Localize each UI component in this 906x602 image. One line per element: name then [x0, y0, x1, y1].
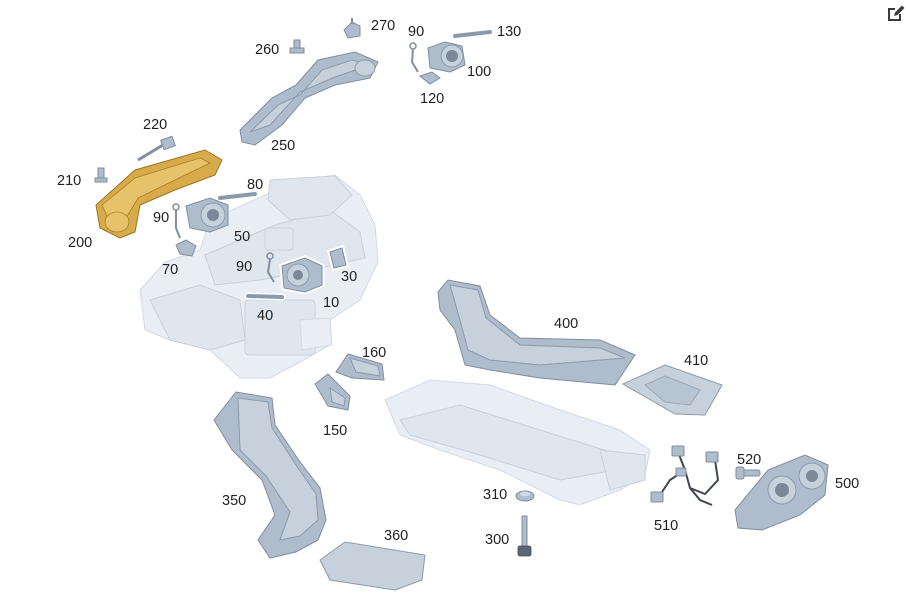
label-310[interactable]: 310 — [483, 487, 507, 503]
label-520[interactable]: 520 — [737, 452, 761, 468]
part-510-harness[interactable] — [650, 445, 720, 506]
part-400-duct[interactable] — [437, 279, 636, 386]
part-50-blower[interactable] — [185, 197, 229, 233]
part-350-duct[interactable] — [213, 391, 327, 559]
label-70[interactable]: 70 — [162, 262, 178, 278]
part-360-cover[interactable] — [319, 541, 426, 591]
label-210[interactable]: 210 — [57, 173, 81, 189]
label-90-left[interactable]: 90 — [153, 210, 169, 226]
label-410[interactable]: 410 — [684, 353, 708, 369]
part-10-blower[interactable] — [279, 255, 325, 295]
label-220[interactable]: 220 — [143, 117, 167, 133]
part-labels: 270 260 90 130 100 120 220 250 210 80 90… — [57, 18, 859, 548]
label-100[interactable]: 100 — [467, 64, 491, 80]
part-40-hose[interactable] — [244, 292, 286, 301]
label-350[interactable]: 350 — [222, 493, 246, 509]
label-300[interactable]: 300 — [485, 532, 509, 548]
hvac-housing-ghost — [139, 174, 379, 379]
part-310-grommet[interactable] — [515, 490, 535, 502]
label-90-top[interactable]: 90 — [408, 24, 424, 40]
edit-button[interactable] — [884, 2, 906, 24]
part-130-hose[interactable] — [453, 30, 492, 38]
part-100-blower[interactable] — [427, 41, 466, 73]
part-410-cover[interactable] — [621, 364, 723, 416]
label-90-center[interactable]: 90 — [236, 259, 252, 275]
label-10[interactable]: 10 — [323, 295, 339, 311]
label-150[interactable]: 150 — [323, 423, 347, 439]
part-270-sensor[interactable] — [343, 18, 361, 39]
part-260-clip[interactable] — [289, 39, 305, 54]
part-90-wire-left[interactable] — [172, 203, 181, 239]
label-80[interactable]: 80 — [247, 177, 263, 193]
console-base-ghost — [384, 379, 651, 506]
part-160-vent[interactable] — [335, 353, 385, 381]
label-160[interactable]: 160 — [362, 345, 386, 361]
label-120[interactable]: 120 — [420, 91, 444, 107]
part-200-duct[interactable] — [95, 149, 223, 239]
part-220-sensor[interactable] — [137, 135, 176, 162]
part-520-bolt[interactable] — [735, 466, 761, 480]
label-50[interactable]: 50 — [234, 229, 250, 245]
part-500-rear-vent[interactable] — [734, 454, 829, 531]
label-400[interactable]: 400 — [554, 316, 578, 332]
label-260[interactable]: 260 — [255, 42, 279, 58]
part-80-hose[interactable] — [218, 192, 257, 200]
label-500[interactable]: 500 — [835, 476, 859, 492]
part-90-wire-center[interactable] — [266, 252, 275, 283]
label-510[interactable]: 510 — [654, 518, 678, 534]
part-300-bolt[interactable] — [517, 515, 532, 557]
edit-icon — [888, 5, 905, 21]
part-210-screw[interactable] — [94, 167, 108, 183]
label-360[interactable]: 360 — [384, 528, 408, 544]
label-30[interactable]: 30 — [341, 269, 357, 285]
part-120-bracket[interactable] — [418, 71, 441, 85]
label-40[interactable]: 40 — [257, 308, 273, 324]
label-130[interactable]: 130 — [497, 24, 521, 40]
label-250[interactable]: 250 — [271, 138, 295, 154]
part-30-filter[interactable] — [327, 244, 349, 272]
part-70-bracket[interactable] — [175, 239, 197, 257]
part-150-vent[interactable] — [314, 373, 351, 411]
label-270[interactable]: 270 — [371, 18, 395, 34]
part-250-duct[interactable] — [239, 51, 379, 146]
label-200[interactable]: 200 — [68, 235, 92, 251]
part-90-wire-top[interactable] — [409, 42, 419, 73]
